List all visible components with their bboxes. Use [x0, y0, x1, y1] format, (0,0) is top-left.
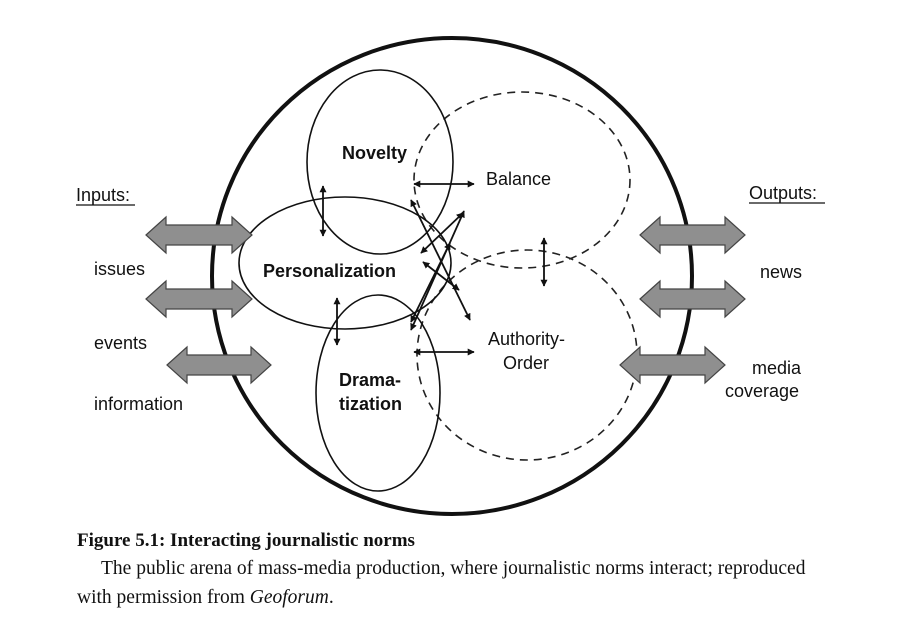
- output-label-media: media: [752, 358, 802, 378]
- norm-personalization: Personalization: [263, 261, 396, 281]
- novelty-ellipse: [306, 69, 454, 255]
- dramatization-ellipse: [315, 294, 441, 492]
- norm-authority-line2: Order: [503, 353, 549, 373]
- input-label-events: events: [94, 333, 147, 353]
- output-arrow-3: [619, 345, 726, 385]
- journalistic-norms-diagram: Inputs: Outputs: issues events informati…: [76, 36, 825, 516]
- figure-description-end: .: [328, 587, 334, 608]
- input-label-information: information: [94, 394, 183, 414]
- balance-ellipse: [413, 91, 631, 269]
- figure-description: The public arena of mass-media productio…: [77, 554, 837, 612]
- figure-source: Geoforum: [249, 587, 329, 608]
- figure-caption: Figure 5.1: Interacting journalistic nor…: [77, 528, 837, 612]
- input-label-issues: issues: [94, 259, 145, 279]
- figure-description-text: The public arena of mass-media productio…: [77, 558, 806, 608]
- input-arrow-1: [145, 215, 253, 255]
- input-flow-arrows: [145, 215, 272, 385]
- norm-authority-line1: Authority-: [488, 329, 565, 349]
- norm-dramatization-line2: tization: [339, 394, 402, 414]
- inputs-heading: Inputs:: [76, 185, 130, 205]
- norm-novelty: Novelty: [342, 143, 407, 163]
- norm-dramatization-line1: Drama-: [339, 370, 401, 390]
- figure-title: Figure 5.1: Interacting journalistic nor…: [77, 530, 415, 551]
- output-flow-arrows: [619, 215, 746, 385]
- output-arrow-1: [639, 215, 746, 255]
- output-arrow-2: [639, 279, 746, 319]
- outputs-heading: Outputs:: [749, 183, 817, 203]
- arrow-dramatization-balance: [410, 210, 465, 331]
- input-arrow-3: [166, 345, 272, 385]
- arrow-dramatization-personalization-right: [410, 242, 451, 323]
- public-arena-circle: [210, 36, 694, 516]
- input-arrow-2: [145, 279, 253, 319]
- norm-balance: Balance: [486, 169, 551, 189]
- output-label-news: news: [760, 262, 802, 282]
- interaction-arrows: [319, 180, 548, 356]
- output-label-coverage: coverage: [725, 381, 799, 401]
